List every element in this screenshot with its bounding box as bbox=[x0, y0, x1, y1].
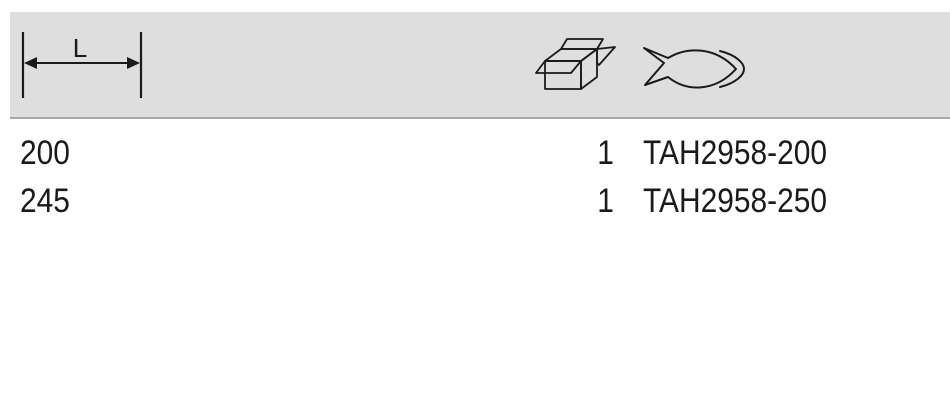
table-body: 200 1 TAH2958-200 245 1 TAH2958-250 bbox=[10, 131, 950, 227]
length-value: 200 bbox=[20, 134, 70, 172]
table-header: L bbox=[10, 12, 950, 119]
article-code: TAH2958-250 bbox=[643, 182, 828, 220]
package-quantity: 1 bbox=[597, 182, 614, 220]
length-dimension-icon: L bbox=[20, 30, 160, 100]
length-symbol: L bbox=[73, 33, 87, 63]
fish-article-icon bbox=[640, 39, 750, 99]
table-row: 245 1 TAH2958-250 bbox=[10, 179, 950, 227]
article-code: TAH2958-200 bbox=[643, 134, 828, 172]
package-box-icon bbox=[535, 37, 625, 97]
length-value: 245 bbox=[20, 182, 70, 220]
package-quantity: 1 bbox=[597, 134, 614, 172]
table-row: 200 1 TAH2958-200 bbox=[10, 131, 950, 179]
product-table: L bbox=[10, 12, 950, 227]
